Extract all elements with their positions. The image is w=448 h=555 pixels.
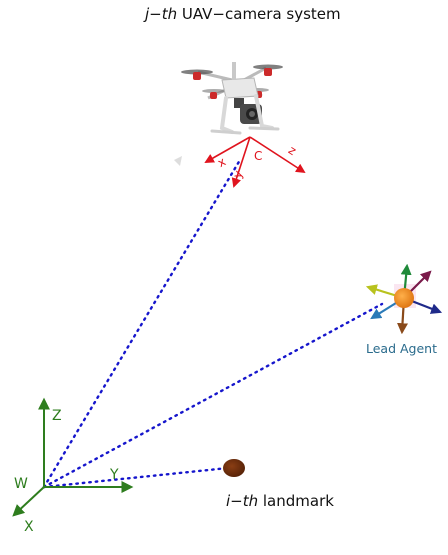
camera-z-label: z	[286, 143, 299, 158]
sight-lines	[42, 158, 384, 489]
landmark-suffix: landmark	[258, 492, 334, 510]
world-origin-label: W	[14, 476, 28, 492]
title-suffix: UAV−camera system	[177, 5, 341, 23]
lead-agent	[365, 263, 443, 335]
world-frame	[12, 397, 134, 517]
title-prefix: j−th	[143, 5, 177, 23]
landmark-label: i−th landmark	[226, 492, 334, 510]
camera-y-label: y	[230, 169, 246, 180]
camera-origin-label: C	[254, 149, 262, 163]
camera-z-axis-arrow	[249, 136, 306, 174]
diagram-title: j−th UAV−camera system	[143, 5, 341, 23]
world-y-label: Y	[109, 467, 119, 483]
world-z-label: Z	[52, 408, 62, 424]
sight-line-to-camera	[42, 158, 242, 489]
sight-line-to-lead-agent	[42, 302, 384, 489]
sight-line-to-landmark	[42, 466, 230, 489]
world-x-axis-arrow	[12, 486, 45, 517]
lead-agent-label: Lead Agent	[366, 341, 437, 356]
camera-y-axis-arrow	[231, 136, 251, 188]
camera-frame	[204, 136, 306, 188]
uav-drone-icon	[174, 62, 283, 166]
world-x-label: X	[24, 519, 34, 535]
landmark-prefix: i−th	[226, 492, 258, 510]
camera-x-axis-arrow	[204, 136, 251, 163]
lead-agent-body	[394, 288, 414, 308]
landmark-marker	[223, 459, 245, 477]
camera-x-label: x	[215, 154, 228, 170]
